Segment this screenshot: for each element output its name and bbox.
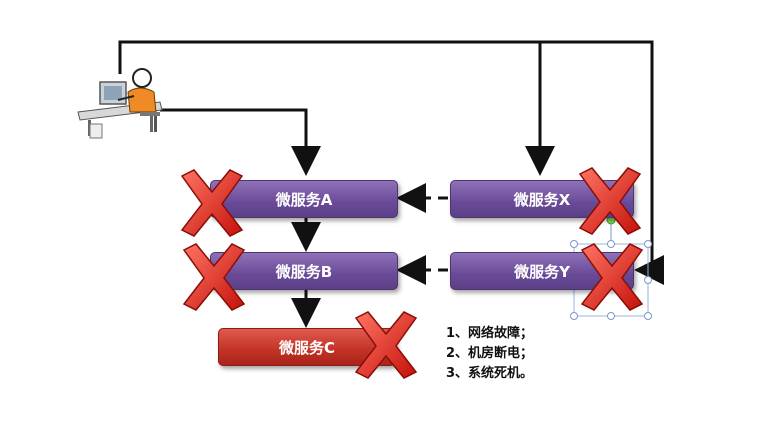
person-at-computer-icon	[77, 68, 163, 139]
service-b-label: 微服务B	[275, 262, 333, 281]
service-c-label: 微服务C	[278, 338, 335, 357]
service-x-label: 微服务X	[513, 190, 571, 209]
failure-reason-item: 2、机房断电；	[446, 346, 534, 361]
service-y-label: 微服务Y	[514, 262, 570, 281]
user-to-x-line	[118, 40, 555, 176]
request-lines	[118, 40, 664, 328]
service-y-box[interactable]: 微服务Y	[450, 252, 634, 290]
failure-reason-item: 1、网络故障；	[446, 326, 534, 341]
service-x-box[interactable]: 微服务X	[450, 180, 634, 218]
failure-reasons-list: 1、网络故障； 2、机房断电； 3、系统死机。	[446, 324, 533, 384]
user-to-y-line	[540, 40, 664, 285]
user-to-a-line	[160, 108, 321, 176]
service-a-box[interactable]: 微服务A	[210, 180, 398, 218]
service-c-box[interactable]: 微服务C	[218, 328, 396, 366]
service-a-label: 微服务A	[275, 190, 333, 209]
failure-reason-item: 3、系统死机。	[446, 366, 534, 381]
service-b-box[interactable]: 微服务B	[210, 252, 398, 290]
